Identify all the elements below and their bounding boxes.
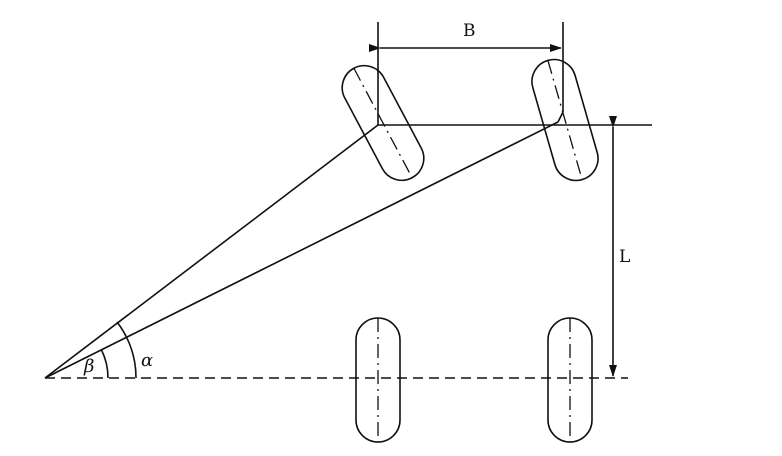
alpha-arc bbox=[116, 321, 137, 379]
rear-left-wheel bbox=[355, 317, 401, 443]
label-alpha: α bbox=[141, 350, 153, 371]
front-left-wheel bbox=[341, 64, 425, 182]
ray-outer-wheel bbox=[44, 121, 559, 379]
beta-arc bbox=[100, 349, 109, 379]
front-right-wheel bbox=[531, 58, 599, 182]
label-b: B bbox=[463, 21, 476, 41]
ray-inner-wheel bbox=[44, 124, 379, 379]
rear-right-wheel bbox=[547, 317, 593, 443]
label-l: L bbox=[619, 247, 630, 267]
label-beta: β bbox=[83, 356, 94, 377]
b-extension-right-bend bbox=[557, 111, 564, 123]
